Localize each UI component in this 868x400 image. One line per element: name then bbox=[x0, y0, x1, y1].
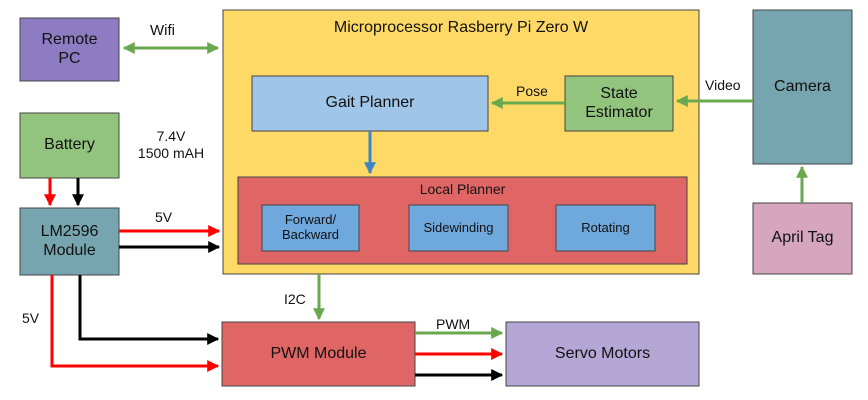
five-v-left-label: 5V bbox=[22, 310, 40, 326]
gait-planner-block bbox=[251, 75, 489, 132]
battery-label: Battery bbox=[44, 136, 95, 154]
servo-motors-block bbox=[505, 321, 700, 387]
april-tag-label: April Tag bbox=[771, 229, 834, 247]
battery-spec-label: 7.4V 1500 mAH bbox=[137, 128, 205, 161]
lm2596-to-pwm-black-wire bbox=[78, 275, 220, 345]
i2c-label: I2C bbox=[284, 291, 306, 307]
video-label: Video bbox=[705, 77, 741, 93]
rotating-block bbox=[555, 204, 656, 252]
five-v-top-label: 5V bbox=[155, 209, 173, 225]
lm2596-label: LM2596 Module bbox=[40, 223, 99, 259]
state-estimator-label: State Estimator bbox=[585, 85, 653, 121]
lm2596-block bbox=[19, 207, 120, 276]
camera-label: Camera bbox=[774, 77, 831, 95]
sidewinding-block bbox=[408, 204, 509, 252]
forward-backward-block bbox=[261, 204, 360, 252]
pose-label: Pose bbox=[516, 83, 548, 99]
sidewinding-label: Sidewinding bbox=[423, 219, 494, 235]
state-estimator-block bbox=[564, 75, 674, 132]
wifi-label: Wifi bbox=[150, 22, 175, 39]
servo-motors-label: Servo Motors bbox=[554, 344, 651, 362]
local-planner-title: Local Planner bbox=[419, 180, 506, 197]
forward-backward-label: Forward/ Backward bbox=[281, 212, 340, 242]
pwm-module-block bbox=[221, 321, 416, 387]
battery-block bbox=[19, 112, 120, 179]
gait-planner-label: Gait Planner bbox=[325, 94, 415, 112]
microprocessor-title: Microprocessor Rasberry Pi Zero W bbox=[333, 18, 589, 36]
pwm-module-label: PWM Module bbox=[270, 344, 367, 362]
camera-block bbox=[752, 9, 853, 165]
rotating-label: Rotating bbox=[581, 219, 630, 235]
remote-pc-label: Remote PC bbox=[41, 31, 98, 67]
remote-pc-block bbox=[19, 17, 120, 82]
april-tag-block bbox=[752, 202, 853, 275]
lm2596-to-pwm-red-wire bbox=[50, 275, 220, 372]
pwm-label: PWM bbox=[436, 316, 471, 332]
